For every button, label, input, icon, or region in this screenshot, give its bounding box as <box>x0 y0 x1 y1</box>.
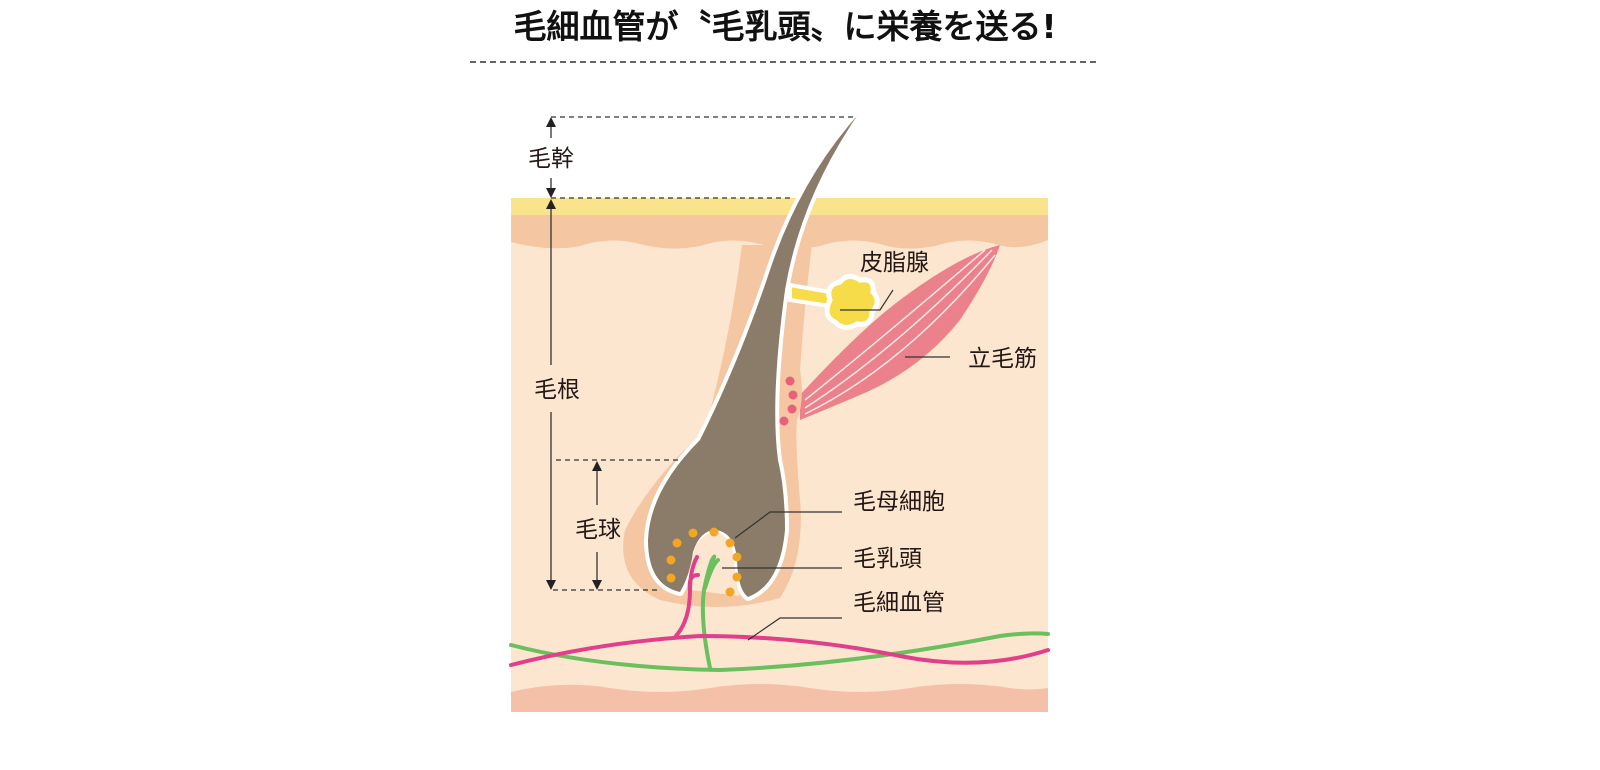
label-hair-matrix-cells: 毛母細胞 <box>853 489 945 515</box>
arrector-pili-muscle <box>800 245 1000 420</box>
label-hair-shaft: 毛幹 <box>528 146 574 172</box>
measurement-guides <box>550 116 855 591</box>
label-sebaceous-gland: 皮脂腺 <box>860 250 929 276</box>
diagram-title: 毛細血管が〝毛乳頭〟に栄養を送る! <box>513 7 1056 46</box>
subcutis-layer <box>511 684 1048 712</box>
hair-matrix-dots <box>666 527 742 597</box>
hair-fill <box>648 116 857 597</box>
capillaries <box>509 554 1050 673</box>
muscle-attachment-dots <box>779 376 798 426</box>
label-hair-root: 毛根 <box>534 377 580 403</box>
sebaceous-gland <box>788 274 880 330</box>
label-hair-bulb: 毛球 <box>575 517 621 543</box>
label-dermal-papilla: 毛乳頭 <box>853 546 922 572</box>
leader-lines <box>722 289 950 641</box>
label-capillaries: 毛細血管 <box>853 590 945 616</box>
label-arrector-pili: 立毛筋 <box>968 346 1037 372</box>
arrowheads <box>546 117 602 590</box>
vein <box>509 631 1050 673</box>
artery <box>509 633 1050 667</box>
vein-branch <box>700 554 720 670</box>
artery-branch <box>674 555 700 638</box>
stratum-corneum-layer <box>511 198 1048 215</box>
epidermis-layer <box>511 215 1048 249</box>
